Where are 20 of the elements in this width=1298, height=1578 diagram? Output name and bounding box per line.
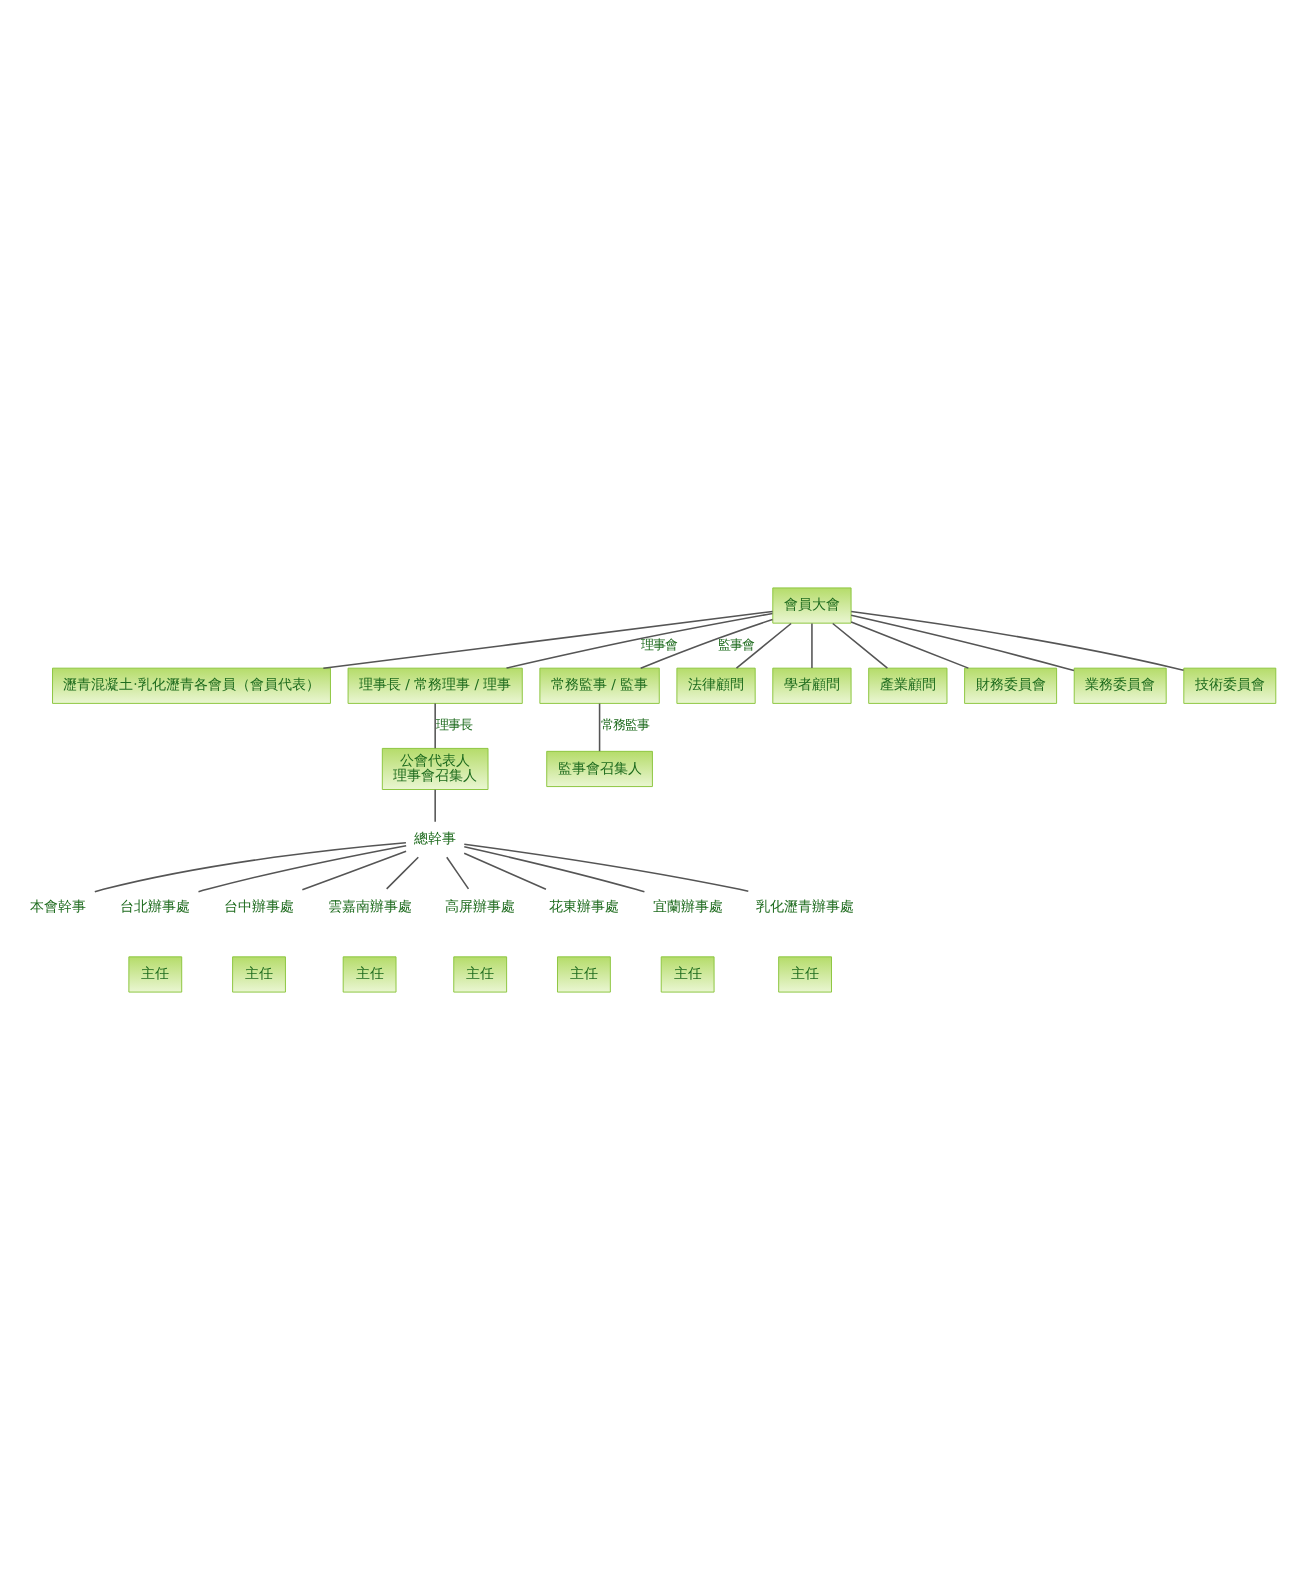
connector <box>639 617 774 668</box>
connector <box>446 855 470 889</box>
connector <box>735 621 792 668</box>
connector <box>463 845 646 892</box>
connector <box>463 842 750 891</box>
connector <box>197 843 407 892</box>
connector <box>850 620 970 668</box>
connector <box>505 611 774 668</box>
connector <box>385 855 420 889</box>
connector <box>811 621 813 668</box>
connector <box>598 701 601 751</box>
connector <box>434 701 436 749</box>
connector <box>322 609 774 668</box>
connector <box>434 787 436 822</box>
connector <box>850 609 1185 671</box>
connector <box>94 840 407 892</box>
connector <box>301 849 407 890</box>
connector <box>831 621 889 668</box>
connector <box>850 613 1075 671</box>
connector <box>463 851 547 889</box>
